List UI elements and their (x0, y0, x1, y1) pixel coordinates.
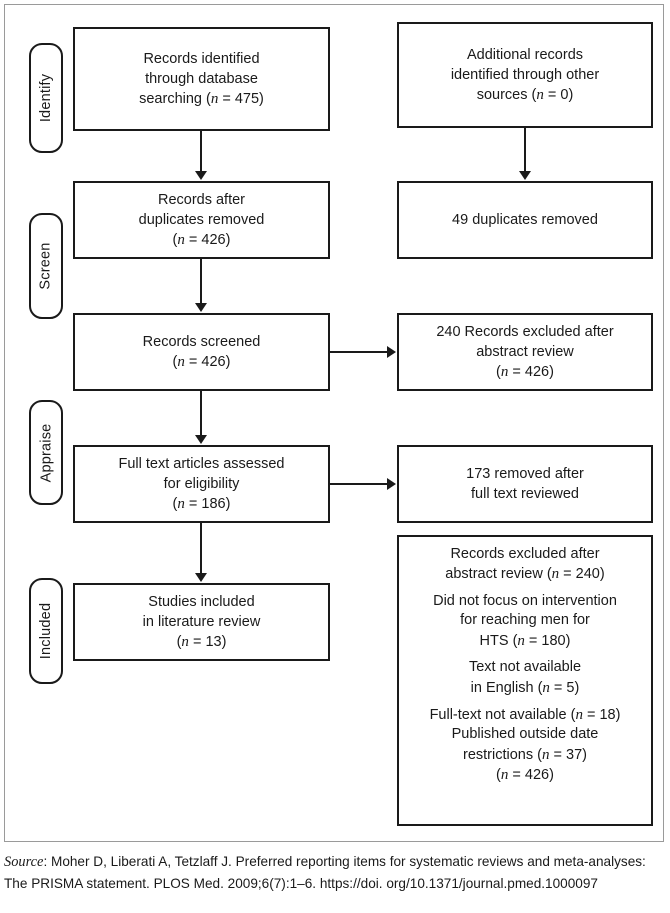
n-italic: n (177, 231, 185, 248)
box-line-3: (n = 13) (176, 633, 227, 650)
box-line-1: 240 Records excluded after (436, 323, 614, 340)
stage-pill-screen: Screen (29, 213, 63, 319)
box-studies-included: Studies included in literature review (n… (73, 583, 330, 661)
stage-pill-appraise: Appraise (29, 400, 63, 505)
box-line-2: through database (145, 70, 258, 87)
stage-label-identify: Identify (38, 73, 55, 123)
exclusion-line: HTS (n = 180) (479, 632, 571, 649)
exclusion-line: Full-text not available (n = 18) (429, 706, 621, 723)
arrow-right-fulltext-to-removed (387, 478, 396, 490)
box-line-2: abstract review (476, 343, 574, 360)
arrow-down-identified-to-dedup (195, 171, 207, 180)
n-italic: n (517, 632, 525, 649)
stage-pill-included: Included (29, 578, 63, 684)
box-line-3: searching (n = 475) (139, 90, 264, 107)
exclusion-line: Did not focus on intervention (433, 592, 617, 609)
arrow-down-dedup-to-screened (195, 303, 207, 312)
exclusion-group: Text not available in English (n = 5) (403, 658, 647, 698)
n-italic: n (541, 746, 550, 763)
n-italic: n (181, 633, 189, 650)
box-line-3: (n = 186) (172, 495, 231, 512)
box-line-1: Studies included (148, 593, 255, 610)
source-label: Source (4, 854, 44, 870)
box-additional-records: Additional records identified through ot… (397, 22, 653, 128)
connector-line-screened-to-fulltext (200, 391, 202, 436)
exclusion-line: for reaching men for (460, 612, 590, 629)
stage-label-appraise: Appraise (38, 423, 54, 482)
box-line-2: in literature review (142, 613, 261, 630)
box-line-2: for eligibility (163, 475, 240, 492)
box-line-1: Records identified (143, 50, 260, 67)
n-italic: n (542, 679, 550, 696)
box-records-screened: Records screened (n = 426) (73, 313, 330, 391)
n-italic: n (500, 363, 509, 380)
source-caption: Source: Moher D, Liberati A, Tetzlaff J.… (4, 852, 666, 894)
n-italic: n (575, 706, 583, 723)
box-line-1: Records after (157, 191, 246, 208)
box-line-3: (n = 426) (172, 231, 231, 248)
stage-label-screen: Screen (38, 242, 54, 290)
exclusion-line: restrictions (n = 37) (463, 746, 587, 763)
n-italic: n (177, 353, 185, 370)
connector-line-fulltext-to-included (200, 523, 202, 574)
exclusion-line: abstract review (n = 240) (445, 566, 605, 583)
connector-line-additional-to-duplicates (524, 128, 526, 172)
box-line-1: Additional records (466, 46, 584, 63)
box-line-2: duplicates removed (138, 211, 265, 228)
exclusion-group: Did not focus on intervention for reachi… (403, 592, 647, 651)
n-italic: n (210, 90, 219, 107)
connector-line-identified-to-dedup (200, 131, 202, 172)
arrow-down-screened-to-fulltext (195, 435, 207, 444)
stage-pill-identify: Identify (29, 43, 63, 153)
stage-label-included: Included (38, 602, 55, 660)
box-records-after-duplicates: Records after duplicates removed (n = 42… (73, 181, 330, 259)
arrow-right-screened-to-excluded (387, 346, 396, 358)
box-line-3: (n = 426) (172, 353, 231, 370)
n-italic: n (551, 566, 560, 583)
box-line-2: identified through other (450, 66, 600, 83)
box-line-1: Full text articles assessed (118, 455, 285, 472)
box-records-identified: Records identified through database sear… (73, 27, 330, 131)
source-text: : Moher D, Liberati A, Tetzlaff J. Prefe… (4, 854, 646, 891)
box-duplicates-removed: 49 duplicates removed (397, 181, 653, 259)
connector-line-dedup-to-screened (200, 259, 202, 304)
box-line-3: (n = 426) (496, 363, 554, 380)
n-italic: n (177, 495, 185, 512)
box-full-text-assessed: Full text articles assessed for eligibil… (73, 445, 330, 523)
exclusion-line: Records excluded after (450, 546, 600, 562)
box-line-3: sources (n = 0) (476, 86, 574, 103)
connector-line-fulltext-to-removed (330, 483, 388, 485)
connector-line-screened-to-excluded (330, 351, 388, 353)
exclusion-group: Records excluded after abstract review (… (403, 545, 647, 585)
box-exclusion-reasons: Records excluded after abstract review (… (397, 535, 653, 826)
box-records-excluded-abstract: 240 Records excluded after abstract revi… (397, 313, 653, 391)
arrow-down-additional-to-duplicates (519, 171, 531, 180)
arrow-down-fulltext-to-included (195, 573, 207, 582)
box-line-2: full text reviewed (471, 486, 579, 502)
exclusion-line: Text not available (468, 659, 582, 676)
box-line-1: 173 removed after (466, 466, 584, 482)
box-line-1: Records screened (142, 333, 261, 350)
exclusion-line: Published outside date (451, 726, 599, 743)
exclusion-line: in English (n = 5) (470, 679, 580, 696)
exclusion-group: Full-text not available (n = 18) Publish… (403, 705, 647, 786)
n-italic: n (536, 86, 544, 103)
exclusion-line: (n = 426) (496, 767, 554, 784)
box-removed-full-text: 173 removed after full text reviewed (397, 445, 653, 523)
n-italic: n (500, 767, 509, 784)
box-line-1: 49 duplicates removed (452, 212, 598, 228)
